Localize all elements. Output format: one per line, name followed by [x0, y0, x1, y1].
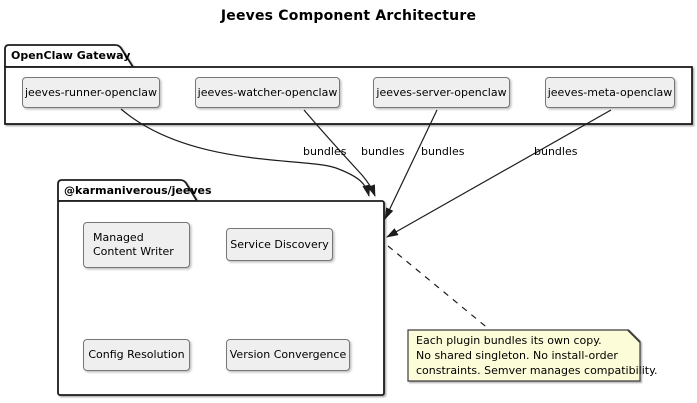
jeeves-package-tab [57, 179, 199, 202]
note-fold-icon [627, 329, 641, 343]
jeeves-package-label: @karmaniverous/jeeves [64, 184, 212, 197]
bundles-edge-label-4: bundles [534, 145, 578, 158]
arrow-meta-bundles [386, 109, 612, 238]
bundles-edge-label-3: bundles [421, 145, 465, 158]
component-jeeves-meta-openclaw: jeeves-meta-openclaw [545, 77, 675, 108]
openclaw-gateway-package-label: OpenClaw Gateway [11, 49, 131, 62]
component-label: jeeves-runner-openclaw [24, 85, 158, 99]
component-label: jeeves-server-openclaw [376, 85, 507, 99]
component-label: Service Discovery [230, 237, 329, 251]
component-label: Config Resolution [88, 348, 185, 361]
note-shape [407, 329, 641, 382]
bundles-edge-label-1: bundles [303, 145, 347, 158]
arrow-server-bundles [384, 109, 438, 220]
component-jeeves-runner-openclaw: jeeves-runner-openclaw [22, 77, 160, 108]
arrow-runner-bundles [120, 108, 371, 197]
bundles-edge-label-2: bundles [361, 145, 405, 158]
component-service-discovery: Service Discovery [226, 228, 333, 261]
note-text: Each plugin bundles its own copy. No sha… [416, 333, 658, 378]
component-jeeves-server-openclaw: jeeves-server-openclaw [373, 77, 510, 108]
note-line: constraints. Semver manages compatibilit… [416, 364, 658, 377]
component-managed-content-writer: Managed Content Writer [83, 222, 190, 268]
note-connector-dashed-line [387, 245, 491, 331]
component-jeeves-watcher-openclaw: jeeves-watcher-openclaw [195, 77, 340, 108]
diagram-title: Jeeves Component Architecture [220, 8, 477, 24]
component-config-resolution: Config Resolution [83, 339, 190, 371]
arrow-watcher-bundles [303, 109, 376, 197]
component-label: Managed Content Writer [93, 231, 174, 258]
component-version-convergence: Version Convergence [226, 339, 350, 371]
openclaw-gateway-package-tab [4, 44, 135, 68]
component-label: jeeves-watcher-openclaw [197, 85, 338, 99]
component-label: Version Convergence [229, 348, 347, 361]
note-line: No shared singleton. No install-order [416, 349, 618, 362]
component-label: jeeves-meta-openclaw [547, 85, 673, 99]
note-line: Each plugin bundles its own copy. [416, 334, 602, 347]
